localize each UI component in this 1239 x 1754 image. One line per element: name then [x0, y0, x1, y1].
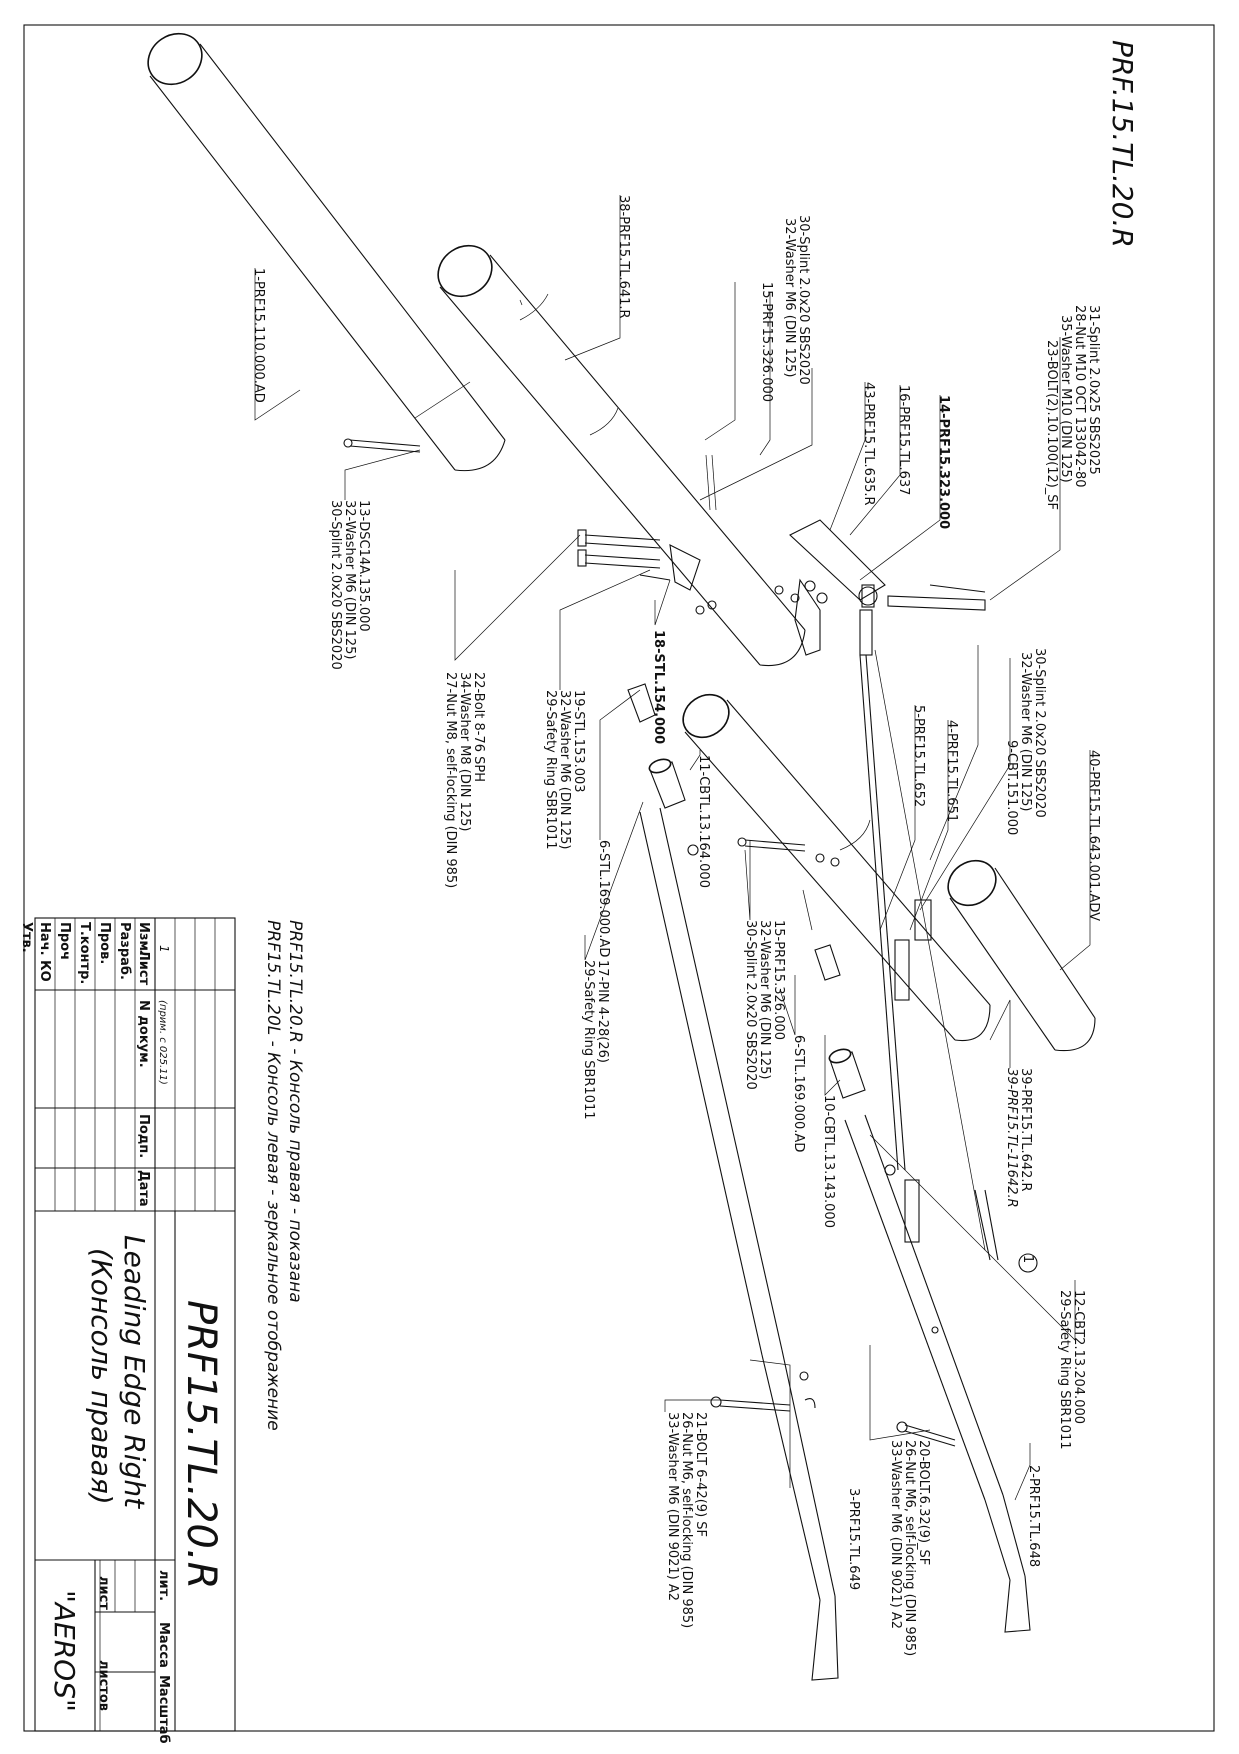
tb-rev-note: (прим. с 025.11) — [157, 1000, 168, 1085]
label-bolt-21: 21-BOLT 6-42(9) SF — [693, 1412, 708, 1537]
tb-row-prov: Пров. — [97, 922, 112, 964]
label-ring-29-b: 29-Safety Ring SBR1011 — [581, 960, 596, 1120]
tube-part-1 — [147, 32, 506, 472]
label-part-12: 12-CBT2.13.204.000 — [1071, 1290, 1086, 1424]
tb-sheets: листов — [96, 1660, 111, 1711]
sheet-frame — [23, 24, 1215, 1732]
label-washer-33-b: 33-Washer M6 (DIN 9021) A2 — [665, 1412, 680, 1601]
tb-name-ru: (Консоль правая) — [85, 1248, 118, 1505]
caption-left-mirror: PRF15.TL.20L - Консоль левая - зеркально… — [263, 920, 283, 1431]
rod-part-2 — [814, 944, 1031, 1633]
label-washer-35: 35-Washer M10 (DIN 125) — [1058, 315, 1073, 483]
leader-lines — [254, 195, 1091, 1501]
label-part-13: 13-DSC14A.135.000 — [356, 500, 371, 632]
label-splint-30-c: 30-Splint 2.0x20 SBS2020 — [743, 920, 758, 1090]
label-splint-30-d: 30-Splint 2.0x20 SBS2020 — [1032, 648, 1047, 818]
caption-right-shown: PRF15.TL.20.R - Консоль правая - показан… — [285, 920, 305, 1303]
label-bolt-22: 22-Bolt 8-76 SPH — [471, 672, 486, 782]
label-part-9: 9-CBT.151.000 — [1004, 740, 1019, 835]
label-part-38: 38-PRF15.TL.641.R — [616, 195, 631, 319]
label-part-6-b: 6-STL.169.000.AD — [791, 1035, 806, 1152]
label-part-1: 1-PRF15.110.000.AD — [251, 268, 266, 403]
tb-col-data: Дата — [136, 1170, 151, 1207]
rod-part-3 — [627, 683, 839, 1681]
label-part-2: 2-PRF15.TL.648 — [1026, 1465, 1041, 1567]
part-labels: 1-PRF15.110.000.AD 38-PRF15.TL.641.R 30-… — [251, 195, 1101, 1656]
label-nut-26-b: 26-Nut M6, self-locking (DIN 985) — [679, 1412, 694, 1628]
pin-13 — [343, 438, 421, 453]
tb-company: "AEROS" — [48, 1590, 81, 1712]
label-part-19: 19-STL.153.003 — [571, 690, 586, 793]
label-part-11: 11-CBTL.13.164.000 — [696, 755, 711, 888]
tb-drawing-code: PRF15.TL.20.R — [178, 1300, 224, 1589]
tube-part-40 — [947, 859, 1096, 1052]
label-splint-31: 31-Splint 2.0x25 SBS2025 — [1086, 305, 1101, 475]
tb-lit: лит. — [156, 1570, 171, 1601]
label-nut-27: 27-Nut M8, self-locking (DIN 985) — [443, 672, 458, 888]
label-part-10: 10-CBTL.13.143.000 — [821, 1095, 836, 1228]
label-part-14: 14-PRF15.323.000 — [936, 395, 951, 529]
tube-part-38 — [437, 244, 806, 667]
label-washer-32-d: 32-Washer M6 (DIN 125) — [757, 920, 772, 1079]
label-pin-17: 17-PIN 4-28(26) — [595, 960, 610, 1063]
label-splint-30-b: 30-Splint 2.0x20 SBS2020 — [328, 500, 343, 670]
tb-row-tkontr: Т.контр. — [77, 922, 92, 984]
label-part-5: 5-PRF15.TL.652 — [911, 705, 926, 807]
title-block: Изм. Лист N докум. Подп. Дата 1 (прим. с… — [19, 917, 236, 1744]
tb-row-proch: Проч — [57, 922, 72, 960]
small-bolts — [737, 584, 986, 931]
bracket-assembly — [705, 454, 986, 656]
label-part-3: 3-PRF15.TL.649 — [846, 1488, 861, 1590]
revision-balloon — [1018, 1253, 1038, 1273]
label-part-18: 18-STL.154.000 — [651, 630, 666, 744]
label-bolt-23: 23-BOLT(2).10.100(12)_SF — [1044, 340, 1059, 510]
label-part-16: 16-PRF15.TL.637 — [896, 385, 911, 495]
label-part-43: 43-PRF15.TL.635.R — [861, 382, 876, 506]
label-bolt-20: 20-BOLT.6.32(9)_SF — [916, 1440, 931, 1565]
tb-name-en: Leading Edge Right — [118, 1235, 151, 1509]
parts-drawing: 1 — [147, 32, 1096, 1681]
cable-rods — [859, 609, 999, 1261]
corner-code: PRF.15.TL.20.R — [1106, 40, 1139, 248]
label-part-6-a: 6-STL.169.000.AD — [596, 840, 611, 957]
label-part-40: 40-PRF15.TL.643.001.ADV — [1086, 750, 1101, 921]
tb-row-nachko: Нач. КО — [37, 922, 52, 982]
label-ring-29-a: 29-Safety Ring SBR1011 — [543, 690, 558, 850]
tb-col-izm: Изм. — [136, 922, 151, 956]
tb-row-razrab: Разраб. — [117, 922, 132, 980]
tb-massa: Масса — [156, 1622, 171, 1668]
tb-rev-num: 1 — [157, 945, 171, 953]
label-nut-28: 28-Nut M10 OCT 133042-80 — [1072, 305, 1087, 488]
tube-part-5 — [682, 693, 991, 1042]
label-washer-34: 34-Washer M8 (DIN 125) — [457, 672, 472, 831]
bolt-group-22 — [577, 529, 717, 615]
tb-col-ndoc: N докум. — [136, 1000, 151, 1068]
label-part-4: 4-PRF15.TL.651 — [944, 720, 959, 822]
label-washer-32-c: 32-Washer M6 (DIN 125) — [557, 690, 572, 849]
label-washer-33-a: 33-Washer M6 (DIN 9021) A2 — [888, 1440, 903, 1629]
label-splint-30-a: 30-Splint 2.0x20 SBS2020 — [796, 215, 811, 385]
tb-col-list: Лист — [136, 950, 151, 986]
label-part-39-l: 39-PRF15.TL-11642.R — [1004, 1068, 1019, 1208]
tb-col-podp: Подп. — [136, 1114, 151, 1158]
label-ring-29-c: 29-Safety Ring SBR1011 — [1057, 1290, 1072, 1450]
label-washer-32-a: 32-Washer M6 (DIN 125) — [782, 218, 797, 377]
label-nut-26-a: 26-Nut M6, self-locking (DIN 985) — [902, 1440, 917, 1656]
revision-balloon-number: 1 — [1020, 1255, 1035, 1263]
label-part-15-a: 15-PRF15.326.000 — [759, 282, 774, 402]
tb-row-utv: Утв. — [19, 922, 34, 953]
label-part-39-r: 39-PRF15.TL.642.R — [1018, 1068, 1033, 1192]
label-washer-32-e: 32-Washer M6 (DIN 125) — [1018, 652, 1033, 811]
label-part-15-b: 15-PRF15.326.000 — [771, 920, 786, 1040]
tb-sheet: лист — [96, 1576, 111, 1610]
label-washer-32-b: 32-Washer M6 (DIN 125) — [342, 500, 357, 659]
tb-masshtab: Масштаб — [156, 1675, 171, 1744]
